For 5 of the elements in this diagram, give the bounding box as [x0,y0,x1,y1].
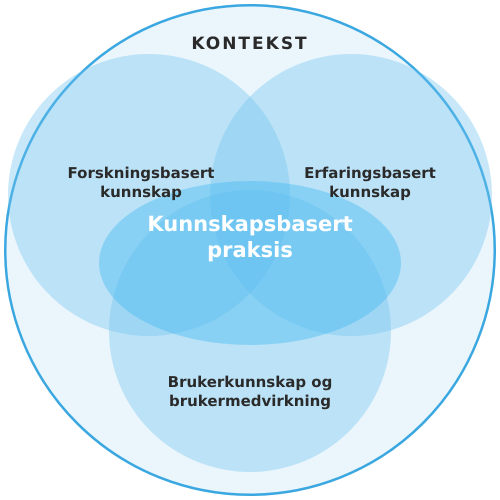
context-title: KONTEKST [190,34,310,56]
center-label: Kunnskapsbasert praksis [146,211,354,264]
circle-label: Erfaringsbasert kunnskap [303,164,437,202]
circle-label: Brukerkunnskap og brukermedvirkning [166,373,334,410]
circle-label: Forskningsbasert kunnskap [66,164,216,202]
